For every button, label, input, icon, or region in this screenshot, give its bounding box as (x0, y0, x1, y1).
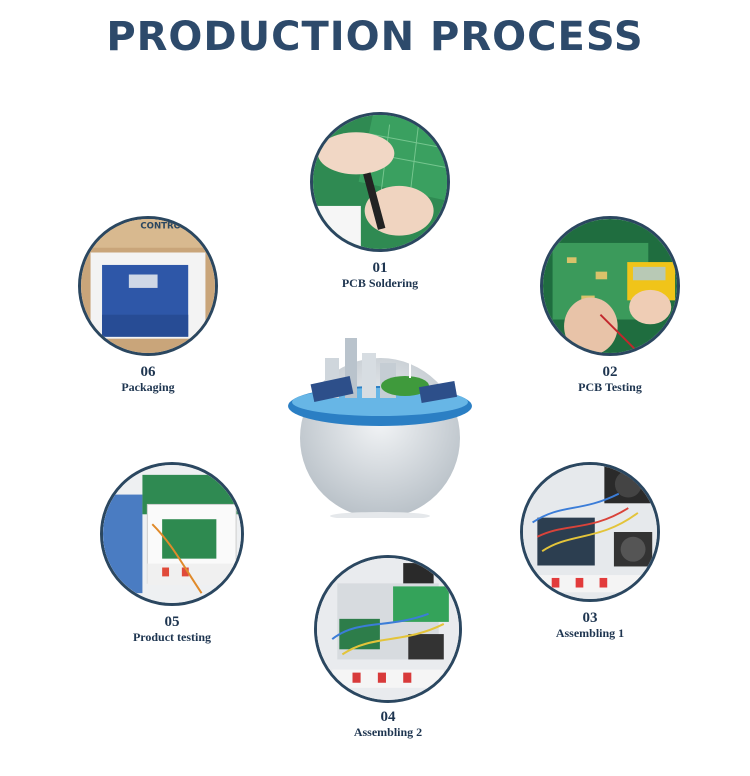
step-label: PCB Soldering (341, 276, 419, 290)
pcb-soldering-photo (310, 112, 450, 252)
step-04-assembling-2: 04 Assembling 2 (313, 555, 463, 739)
green-energy-globe (280, 318, 480, 520)
product-testing-photo (100, 462, 244, 606)
step-number: 06 (140, 364, 156, 380)
step-label: Packaging (121, 380, 175, 394)
step-number: 04 (380, 709, 396, 725)
step-06-packaging: CONTRO 06 Packaging (78, 216, 218, 394)
pcb-testing-photo (540, 216, 680, 356)
step-05-product-testing: 05 Product testing (100, 462, 244, 644)
step-label: Product testing (132, 630, 212, 644)
step-number: 03 (582, 610, 598, 626)
step-label: Assembling 1 (555, 626, 625, 640)
step-01-pcb-soldering: 01 PCB Soldering (310, 112, 450, 290)
page-title: PRODUCTION PROCESS (106, 14, 644, 60)
step-02-pcb-testing: 02 PCB Testing (540, 216, 680, 394)
assembling-1-photo (520, 462, 660, 602)
assembling-2-photo (314, 555, 462, 703)
step-number: 01 (372, 260, 388, 276)
step-03-assembling-1: 03 Assembling 1 (520, 462, 660, 640)
step-label: PCB Testing (578, 380, 642, 394)
box-print-text: CONTRO (140, 222, 181, 232)
step-number: 05 (164, 614, 180, 630)
packaging-photo: CONTRO (78, 216, 218, 356)
step-number: 02 (602, 364, 618, 380)
step-label: Assembling 2 (353, 725, 423, 739)
